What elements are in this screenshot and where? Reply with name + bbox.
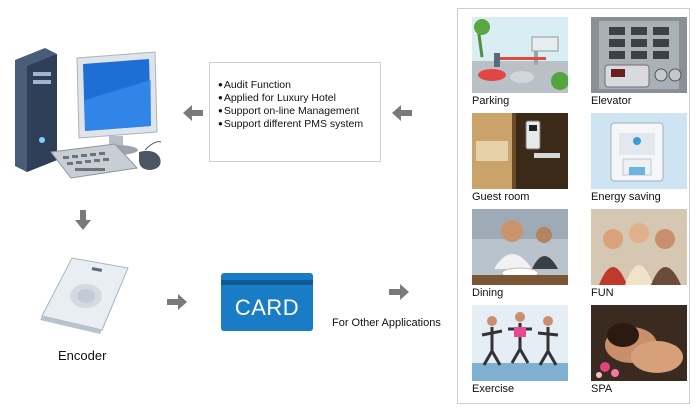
app-tile-fun: FUN bbox=[591, 209, 687, 299]
elevator-image bbox=[591, 17, 687, 93]
app-tile-label: Dining bbox=[472, 287, 504, 299]
app-tile-dining: Dining bbox=[472, 209, 568, 299]
feature-item: Audit Function bbox=[218, 79, 380, 92]
app-tile-spa: SPA bbox=[591, 305, 687, 395]
app-tile-guest-room: Guest room bbox=[472, 113, 568, 203]
encoder-icon bbox=[38, 254, 133, 339]
fun-image bbox=[591, 209, 687, 285]
arrow-right-icon bbox=[389, 284, 409, 300]
features-box: Audit Function Applied for Luxury Hotel … bbox=[209, 62, 381, 162]
applications-panel: Parking Elevator bbox=[457, 8, 690, 404]
card: CARD bbox=[221, 273, 313, 331]
app-tile-label: Elevator bbox=[591, 95, 632, 107]
app-tile-label: Guest room bbox=[472, 191, 530, 203]
app-tile-parking: Parking bbox=[472, 17, 568, 107]
app-tile-label: FUN bbox=[591, 287, 614, 299]
feature-item: Applied for Luxury Hotel bbox=[218, 92, 380, 105]
arrow-left-icon bbox=[183, 105, 203, 121]
guest-room-image bbox=[472, 113, 568, 189]
other-applications-label: For Other Applications bbox=[332, 317, 441, 329]
app-tile-label: Exercise bbox=[472, 383, 515, 395]
parking-image bbox=[472, 17, 568, 93]
dining-image bbox=[472, 209, 568, 285]
card-text: CARD bbox=[234, 295, 300, 320]
arrow-down-icon bbox=[75, 210, 91, 230]
arrow-right-icon bbox=[167, 294, 187, 310]
spa-image bbox=[591, 305, 687, 381]
app-tile-label: Energy saving bbox=[591, 191, 661, 203]
computer-icon bbox=[5, 40, 165, 195]
app-tile-elevator: Elevator bbox=[591, 17, 687, 107]
arrow-left-icon bbox=[392, 105, 412, 121]
feature-item: Support different PMS system bbox=[218, 118, 380, 131]
exercise-image bbox=[472, 305, 568, 381]
encoder-label: Encoder bbox=[58, 348, 107, 363]
app-tile-label: Parking bbox=[472, 95, 510, 107]
feature-item: Support on-line Management bbox=[218, 105, 380, 118]
app-tile-label: SPA bbox=[591, 383, 613, 395]
card-stripe bbox=[221, 280, 313, 285]
app-tile-exercise: Exercise bbox=[472, 305, 568, 395]
energy-saving-image bbox=[591, 113, 687, 189]
app-tile-energy-saving: Energy saving bbox=[591, 113, 687, 203]
